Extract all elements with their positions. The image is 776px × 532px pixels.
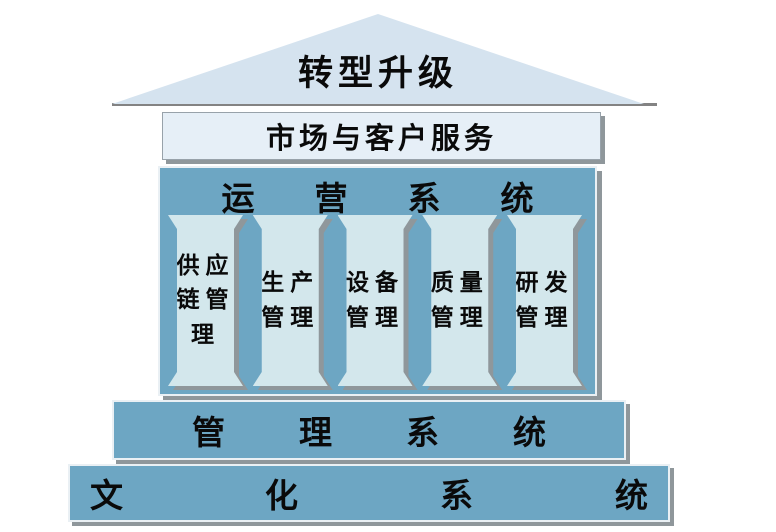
culture-bar: 文化系统 [68,464,670,522]
operations-box: 运营系统 供应链管理 生产管理 设备管理 质量管理 [158,166,597,396]
pillar-quality: 质量管理 [422,215,497,386]
roof-baseline [112,103,657,106]
eave-bar: 市场与客户服务 [162,112,601,160]
pillar-shape: 生产管理 [253,215,328,386]
roof-title: 转型升级 [297,52,458,94]
pillar-shape: 研发管理 [507,215,582,386]
operations-title: 运营系统 [221,179,594,218]
pillar-production: 生产管理 [253,215,328,386]
pillar-shape: 设备管理 [338,215,413,386]
pillar-label: 研发管理 [515,269,574,331]
pillar-shape: 质量管理 [422,215,497,386]
pillar-row: 供应链管理 生产管理 设备管理 质量管理 研发管理 [168,215,582,386]
management-label: 管理系统 [192,413,620,452]
pillar-label: 质量管理 [430,269,489,331]
pillar-label: 设备管理 [346,269,404,331]
pillar-shape: 供应链管理 [168,215,243,386]
eave-label: 市场与客户服务 [265,121,497,155]
pillar-supply-chain: 供应链管理 [168,215,243,386]
pillar-label: 供应链管理 [176,251,235,348]
pillar-label: 生产管理 [261,269,320,331]
management-bar: 管理系统 [112,400,626,460]
pillar-equipment: 设备管理 [338,215,413,386]
culture-label: 文化系统 [90,476,776,515]
pillar-rnd: 研发管理 [507,215,582,386]
